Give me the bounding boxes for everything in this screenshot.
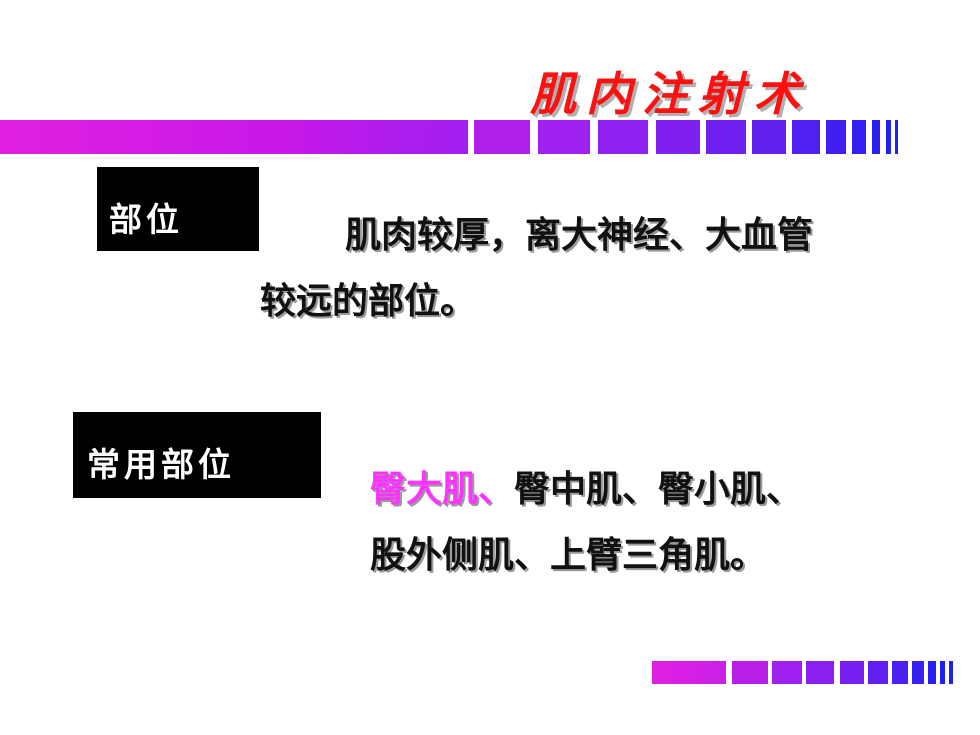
bottom-bar-segment	[892, 661, 908, 684]
top-bar-segment	[656, 120, 700, 154]
top-bar-segment	[752, 120, 786, 154]
common-sites-line1-rest: 臀中肌、臀小肌、	[514, 469, 803, 510]
slide-title: 肌内注射术	[530, 67, 810, 121]
location-description-line1: 肌肉较厚，离大神经、大血管	[345, 215, 814, 256]
top-bar-segment	[538, 120, 590, 154]
bottom-bar-segment	[940, 661, 945, 684]
bottom-bar-segment	[840, 661, 864, 684]
common-sites-label-box: 常用部位	[73, 412, 321, 498]
top-bar-segment	[474, 120, 530, 154]
location-description-line2: 较远的部位。	[260, 281, 477, 322]
top-bar-segment	[706, 120, 746, 154]
top-bar-segment	[852, 120, 866, 154]
location-label: 部位	[109, 200, 183, 239]
bottom-bar-segment	[868, 661, 888, 684]
top-bar-segment	[872, 120, 880, 154]
top-bar-segment	[598, 120, 648, 154]
top-bar-gradient	[0, 120, 468, 154]
top-bar-segment	[792, 120, 820, 154]
common-sites-label: 常用部位	[87, 445, 235, 484]
location-label-box: 部位	[97, 167, 259, 251]
bottom-bar-segment	[732, 661, 768, 684]
bottom-bar-segment	[806, 661, 834, 684]
bottom-bar-segment	[912, 661, 924, 684]
bottom-bar-segment	[949, 661, 953, 684]
common-sites-line1: 臀大肌、臀中肌、臀小肌、	[370, 460, 802, 512]
bottom-bar-segment	[652, 661, 726, 684]
bottom-bar-segment	[772, 661, 802, 684]
top-bar-segment	[826, 120, 846, 154]
top-bar-segment	[895, 120, 898, 154]
bottom-bar-segment	[928, 661, 936, 684]
top-bar-segment	[886, 120, 891, 154]
gluteus-maximus-highlight: 臀大肌、	[370, 469, 515, 510]
common-sites-line2: 股外侧肌、上臂三角肌。	[370, 535, 767, 576]
